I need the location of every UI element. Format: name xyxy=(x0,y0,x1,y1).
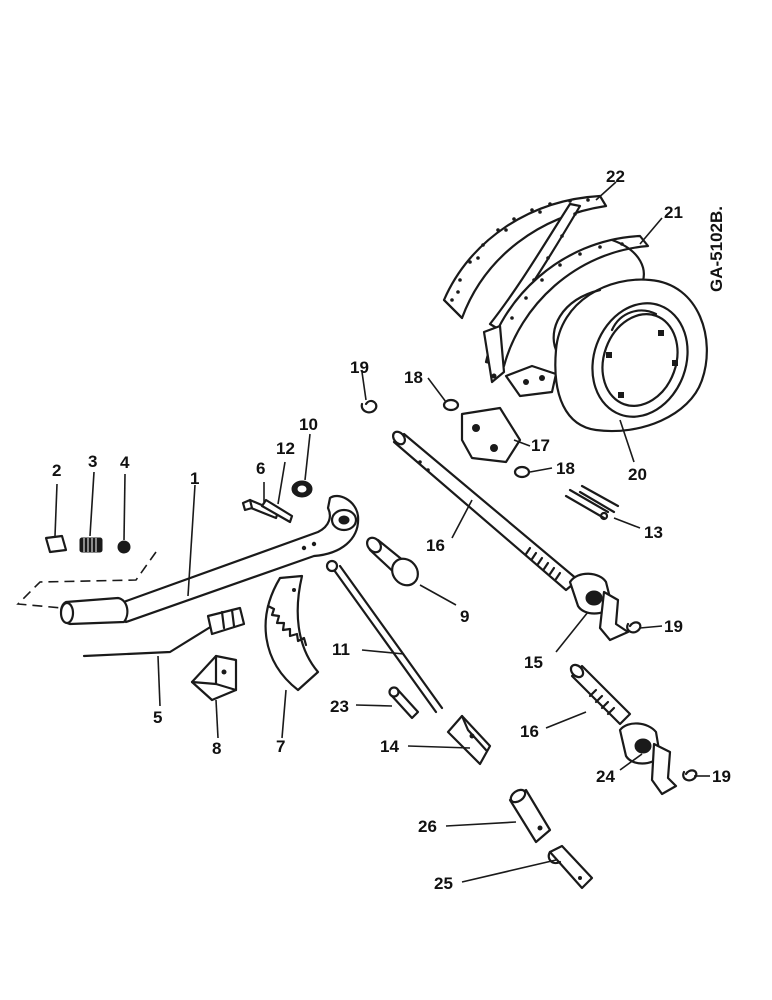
bolt-part-6 xyxy=(241,498,280,520)
callout-21: 21 xyxy=(664,203,683,222)
callout-15: 15 xyxy=(524,653,543,672)
callout-13: 13 xyxy=(644,523,663,542)
clevis-part-14 xyxy=(446,714,492,766)
brake-drum-part-20 xyxy=(552,278,708,433)
callout-3: 3 xyxy=(88,452,97,471)
o-ring-part-18-lower xyxy=(513,465,531,479)
yoke-part-26 xyxy=(508,788,552,844)
callout-25: 25 xyxy=(434,874,453,893)
callout-14: 14 xyxy=(380,737,399,756)
shaft-bracket-part-17 xyxy=(460,406,522,464)
callout-7: 7 xyxy=(276,737,285,756)
o-ring-part-18-upper xyxy=(442,398,460,412)
drawing-id: GA-5102B. xyxy=(707,206,726,292)
detent-ball-part-4 xyxy=(117,540,131,554)
callout-4: 4 xyxy=(120,453,130,472)
callout-6: 6 xyxy=(256,459,265,478)
callout-labels: 1 2 3 4 5 6 7 8 9 10 11 12 13 14 15 16 1… xyxy=(52,167,731,893)
brake-band-part-21 xyxy=(482,234,650,398)
cross-shaft-part-16-lower xyxy=(569,663,632,726)
callout-19c: 19 xyxy=(712,767,731,786)
callout-9: 9 xyxy=(460,607,469,626)
leader-lines xyxy=(54,181,710,883)
cotter-pins-part-13 xyxy=(564,484,620,521)
bolt-part-23 xyxy=(388,686,420,720)
callout-2: 2 xyxy=(52,461,61,480)
lock-rod-part-5 xyxy=(82,606,246,658)
callout-19b: 19 xyxy=(664,617,683,636)
ratchet-quadrant-part-7 xyxy=(264,574,320,692)
callout-18b: 18 xyxy=(556,459,575,478)
callout-11: 11 xyxy=(332,640,350,659)
callout-22: 22 xyxy=(606,167,625,186)
callout-12: 12 xyxy=(276,439,295,458)
callout-20: 20 xyxy=(628,465,647,484)
pivot-pin-part-9 xyxy=(366,536,419,587)
retaining-clip-part-19-mid xyxy=(626,621,642,634)
callout-10: 10 xyxy=(299,415,318,434)
callout-8: 8 xyxy=(212,739,221,758)
callout-1: 1 xyxy=(190,469,199,488)
callout-16b: 16 xyxy=(520,722,539,741)
detent-pin-part-2 xyxy=(44,534,68,554)
lever-arm-part-15 xyxy=(568,572,630,642)
clevis-pin-part-25 xyxy=(547,844,594,890)
callout-18a: 18 xyxy=(404,368,423,387)
callout-23: 23 xyxy=(330,697,349,716)
callout-26: 26 xyxy=(418,817,437,836)
brake-pedal-lever-part-1 xyxy=(59,494,360,626)
callout-19a: 19 xyxy=(350,358,369,377)
callout-24: 24 xyxy=(596,767,615,786)
assembly-dashed-line xyxy=(16,551,157,609)
connecting-rod-part-11 xyxy=(325,559,444,714)
callout-16a: 16 xyxy=(426,536,445,555)
callout-17: 17 xyxy=(531,436,550,455)
lever-arm-part-24 xyxy=(618,722,678,796)
mounting-bracket-part-8 xyxy=(190,654,238,702)
brake-lining-part-22 xyxy=(442,194,608,332)
detent-spring-part-3 xyxy=(79,537,103,553)
callout-5: 5 xyxy=(153,708,162,727)
retaining-clip-part-19-top xyxy=(360,399,378,414)
washer-part-10 xyxy=(291,480,313,498)
